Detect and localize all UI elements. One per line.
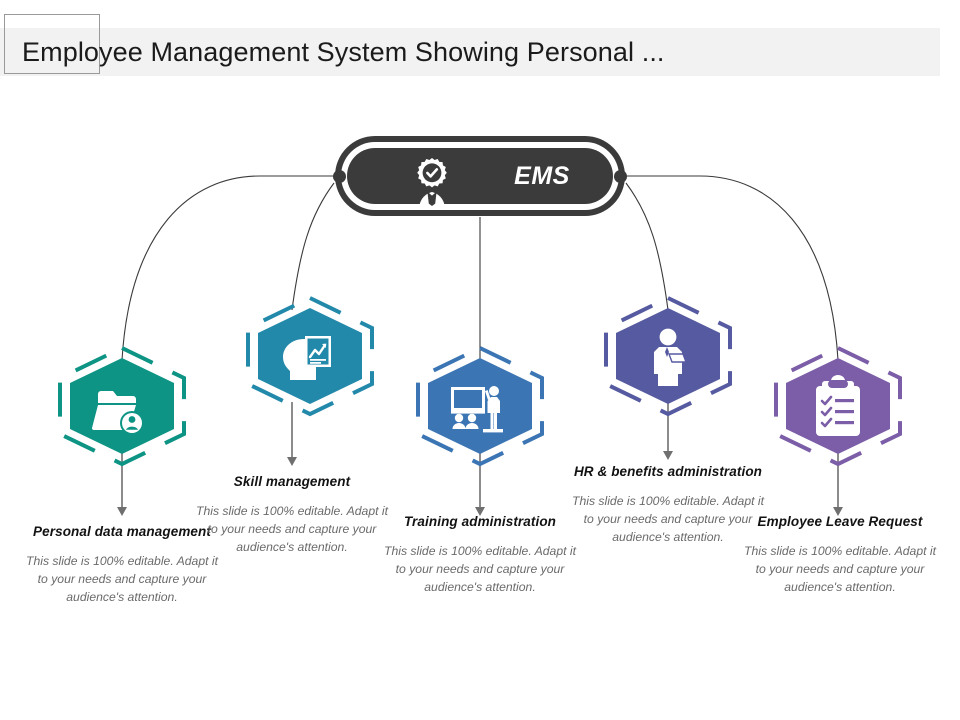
caption-node-4: HR & benefits administration This slide … — [568, 462, 768, 546]
node-hr-and-benefits-administration[interactable] — [598, 295, 738, 417]
node-2-heading: Skill management — [233, 474, 351, 489]
pill-inner-body: EMS — [347, 148, 613, 210]
arrow-head-node-4 — [663, 451, 673, 460]
hexagon-fill-node-4 — [616, 308, 720, 404]
hexagon-outline-node-4 — [604, 295, 732, 417]
connector-to-node-2 — [291, 182, 335, 311]
node-personal-data-management[interactable] — [52, 345, 192, 467]
node-1-heading: Personal data management — [33, 524, 211, 539]
hexagon-fill-node-5 — [786, 358, 890, 454]
title-selection-frame — [4, 14, 100, 74]
arrow-head-node-2 — [287, 457, 297, 466]
manager-gear-head-icon — [417, 158, 447, 210]
caption-node-2: Skill management This slide is 100% edit… — [192, 472, 392, 556]
node-3-heading: Training administration — [403, 514, 557, 529]
arrow-head-node-1 — [117, 507, 127, 516]
hexagon-fill-node-3 — [428, 358, 532, 454]
node-skill-management[interactable] — [240, 295, 380, 417]
hexagon-outline-node-2 — [246, 295, 374, 417]
node-3-body: This slide is 100% editable. Adapt it to… — [384, 544, 576, 594]
hexagon-outline-node-5 — [774, 345, 902, 467]
node-4-heading: HR & benefits administration — [573, 464, 763, 479]
pill-connector-dot-right — [614, 170, 627, 183]
caption-node-5: Employee Leave Request This slide is 100… — [740, 512, 940, 596]
node-5-heading: Employee Leave Request — [757, 514, 923, 529]
center-node-label: EMS — [514, 162, 570, 190]
pill-connector-dot-left — [333, 170, 346, 183]
node-training-administration[interactable] — [410, 345, 550, 467]
caption-node-1: Personal data management This slide is 1… — [22, 522, 222, 606]
title-bar — [0, 28, 940, 76]
node-employee-leave-request[interactable] — [768, 345, 908, 467]
node-2-body: This slide is 100% editable. Adapt it to… — [196, 504, 388, 554]
hexagon-outline-node-3 — [416, 345, 544, 467]
node-5-body: This slide is 100% editable. Adapt it to… — [744, 544, 936, 594]
node-4-body: This slide is 100% editable. Adapt it to… — [572, 494, 764, 544]
node-1-body: This slide is 100% editable. Adapt it to… — [26, 554, 218, 604]
caption-node-3: Training administration This slide is 10… — [380, 512, 580, 596]
center-node-ems[interactable]: EMS — [333, 136, 627, 216]
hexagon-outline-node-1 — [58, 345, 186, 467]
connector-to-node-4 — [625, 182, 669, 311]
hexagon-fill-node-2 — [258, 308, 362, 404]
hexagon-fill-node-1 — [70, 358, 174, 454]
page-title: Employee Management System Showing Perso… — [22, 37, 665, 67]
